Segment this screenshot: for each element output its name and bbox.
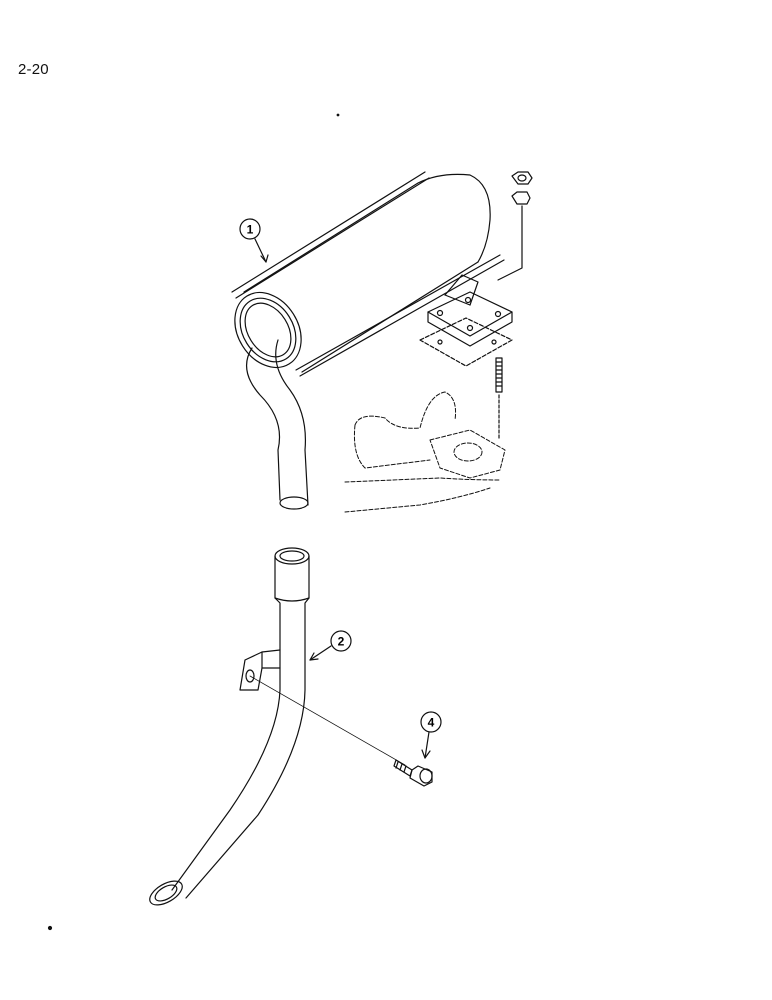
callout-4-label: 4	[428, 716, 435, 730]
hardware-nuts-stud	[495, 171, 533, 441]
exhaust-manifold-phantom	[344, 391, 506, 513]
page-number: 2-20	[18, 61, 49, 78]
callout-2-label: 2	[338, 635, 345, 649]
bolt	[249, 675, 433, 787]
callout-1	[239, 218, 269, 263]
callout-1-label: 1	[247, 223, 254, 237]
callout-4	[420, 711, 442, 759]
exhaust-pipe	[149, 547, 310, 906]
muffler	[231, 171, 513, 510]
callout-2	[309, 630, 352, 661]
